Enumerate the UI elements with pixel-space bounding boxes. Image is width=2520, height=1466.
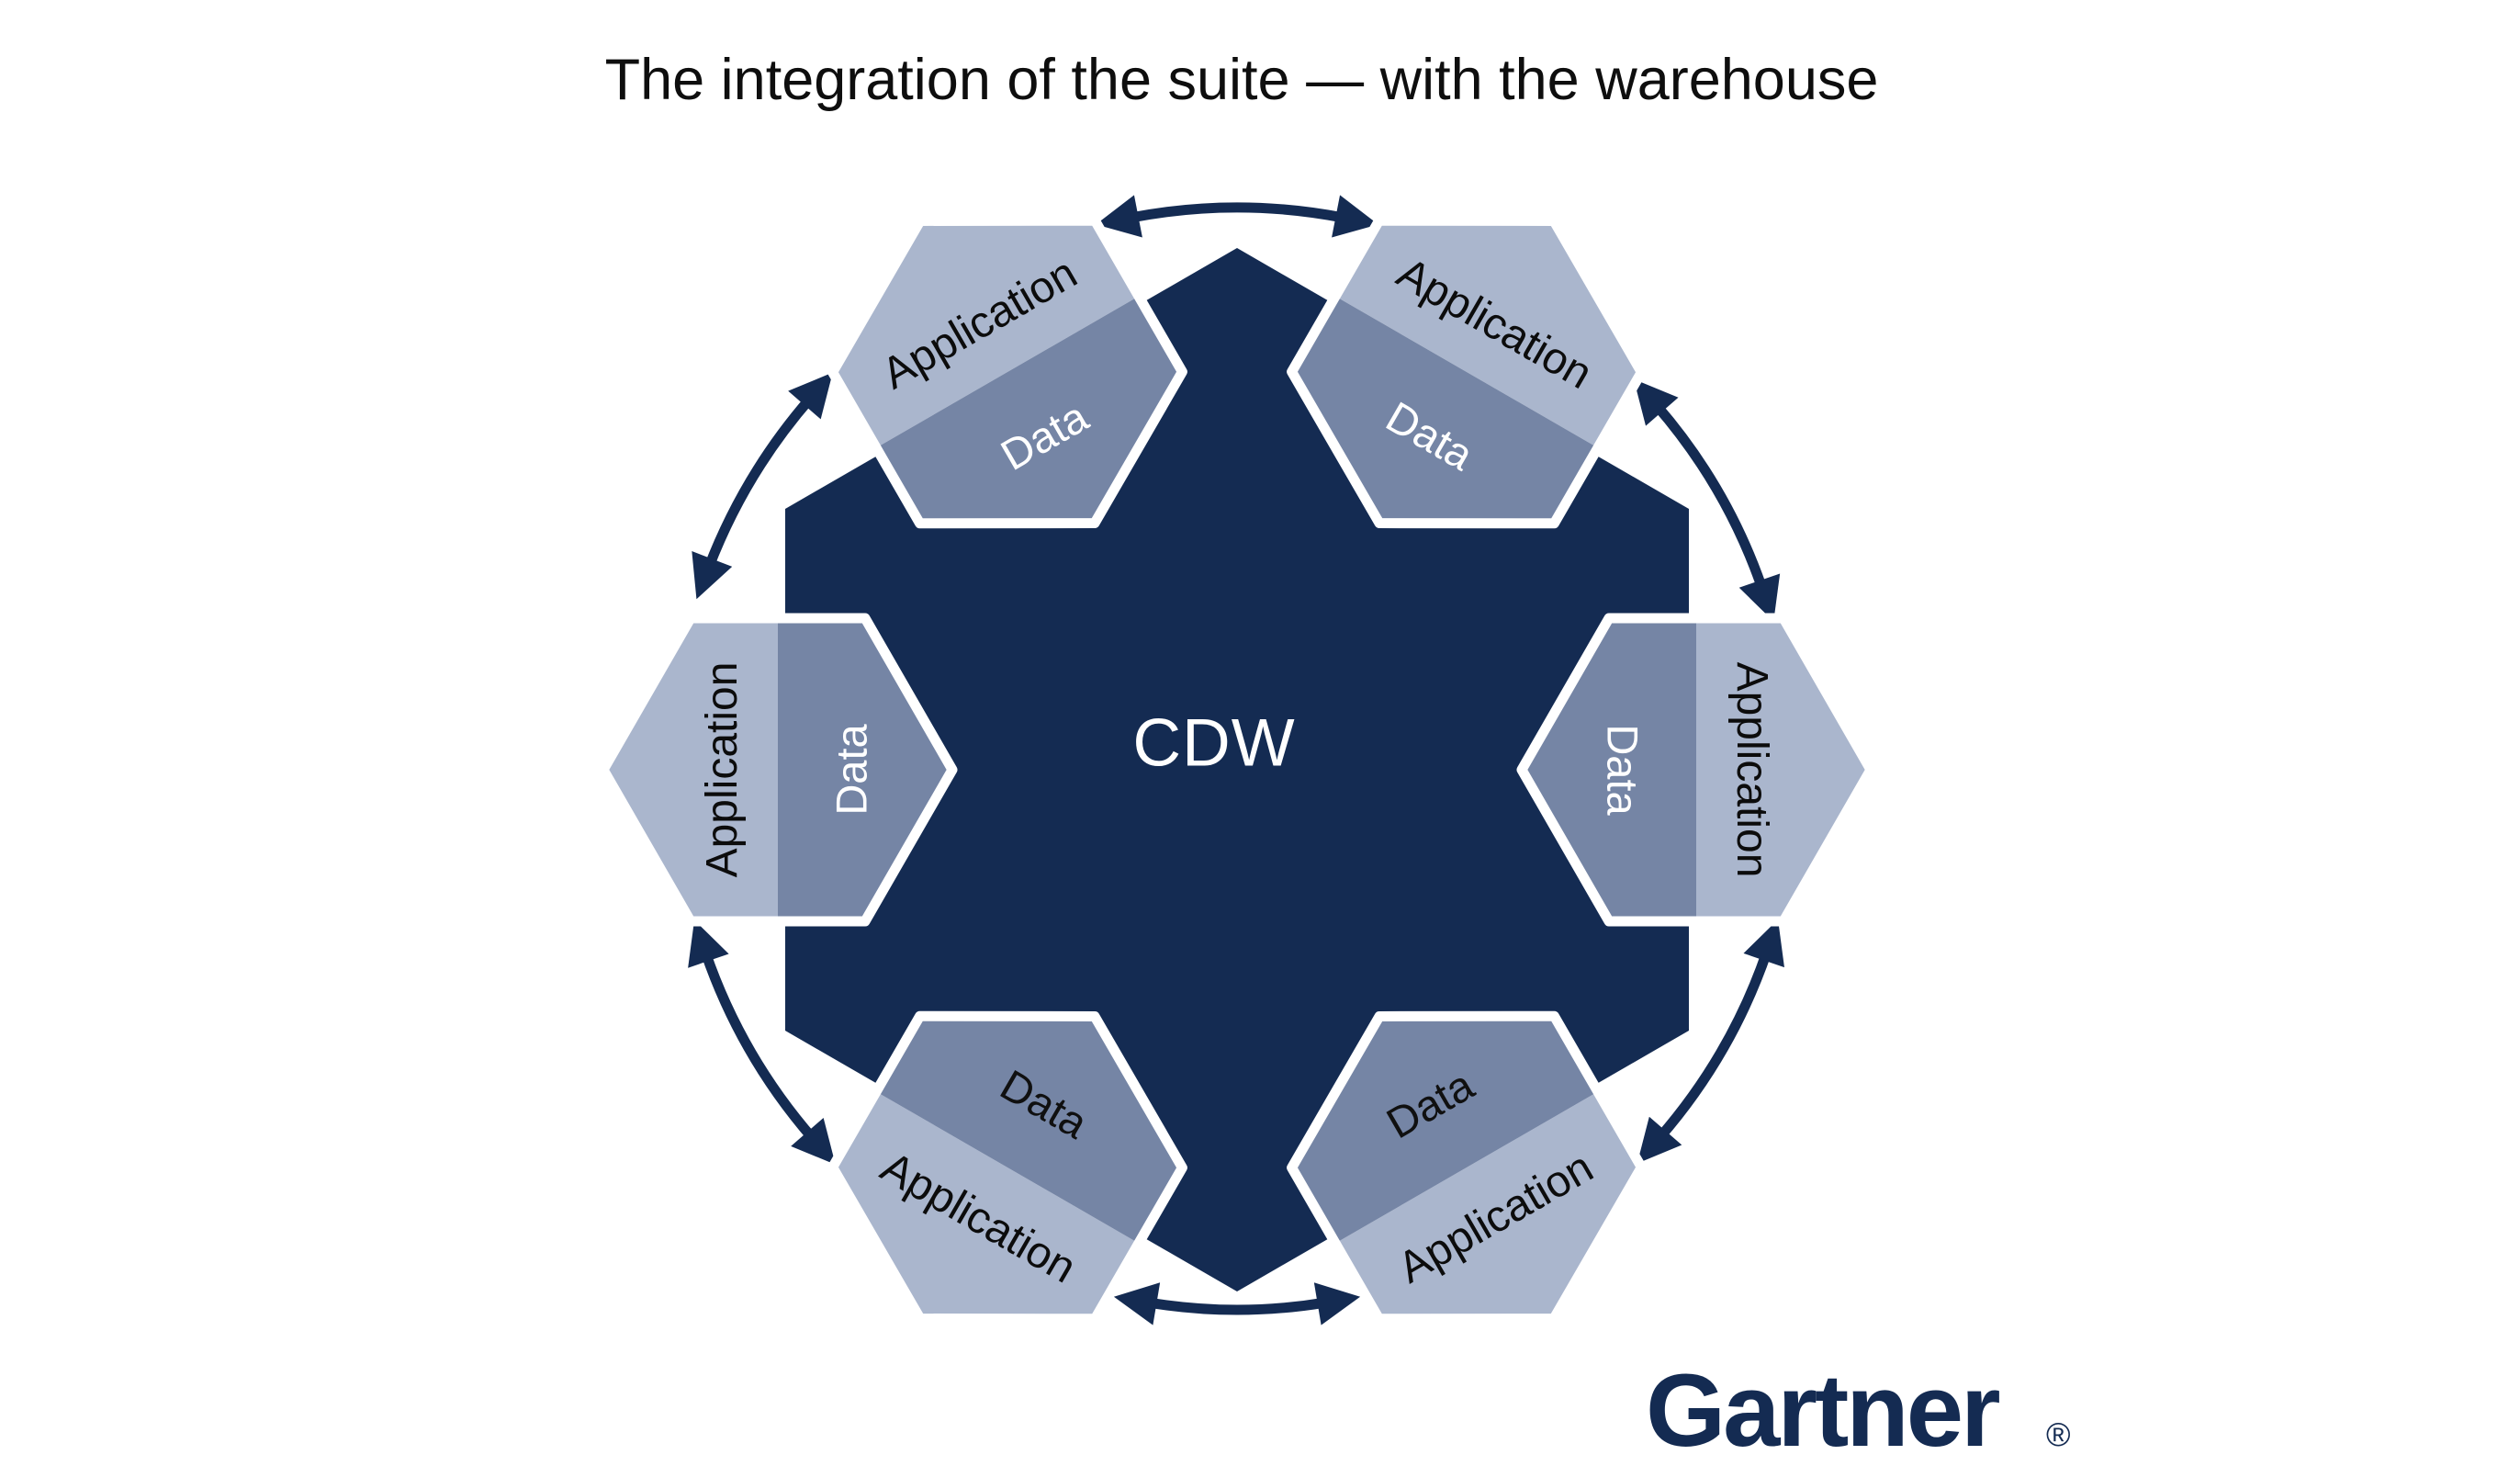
data-label: Data	[827, 724, 875, 816]
sync-arrow-lower-left	[688, 919, 836, 1165]
data-label: Data	[1599, 724, 1648, 816]
hexagon-left: Application Data	[598, 613, 958, 927]
sync-arrow-top	[1096, 195, 1378, 238]
gartner-wordmark: Gartner	[1646, 1353, 1999, 1466]
hexagon-outline	[598, 613, 958, 927]
application-segment	[832, 220, 1139, 448]
hexagon-outline	[827, 215, 1187, 529]
application-segment	[603, 618, 778, 921]
data-segment	[876, 1016, 1183, 1244]
data-segment	[1291, 1016, 1598, 1244]
gartner-logo: Gartner ®	[1646, 1353, 2071, 1466]
data-segment	[1291, 296, 1598, 524]
application-segment	[1696, 618, 1871, 921]
sync-arrows	[688, 195, 1784, 1325]
application-segment	[1335, 220, 1642, 448]
application-segment	[1335, 1091, 1642, 1319]
registered-trademark-icon: ®	[2046, 1415, 2071, 1453]
sync-arrow-bottom	[1113, 1282, 1361, 1325]
satellite-hexagons: ApplicationDataApplicationDataApplicatio…	[598, 215, 1876, 1325]
application-label: Application	[1727, 662, 1776, 878]
sync-arrow-lower-right	[1637, 919, 1784, 1164]
application-segment	[832, 1091, 1139, 1319]
hexagon-right: Application Data	[1516, 613, 1876, 927]
sync-arrow-upper-left	[692, 372, 833, 600]
cdw-label: CDW	[1132, 706, 1295, 781]
hexagon-outline	[827, 1010, 1187, 1325]
hexagon-outline	[1287, 215, 1647, 529]
page-title: The integration of the suite — with the …	[605, 48, 1879, 112]
data-segment	[876, 296, 1183, 524]
application-label: Application	[698, 662, 747, 878]
sync-arrow-upper-right	[1633, 378, 1781, 622]
hexagon-outline	[1516, 613, 1876, 927]
hexagon-outline	[1287, 1010, 1647, 1325]
